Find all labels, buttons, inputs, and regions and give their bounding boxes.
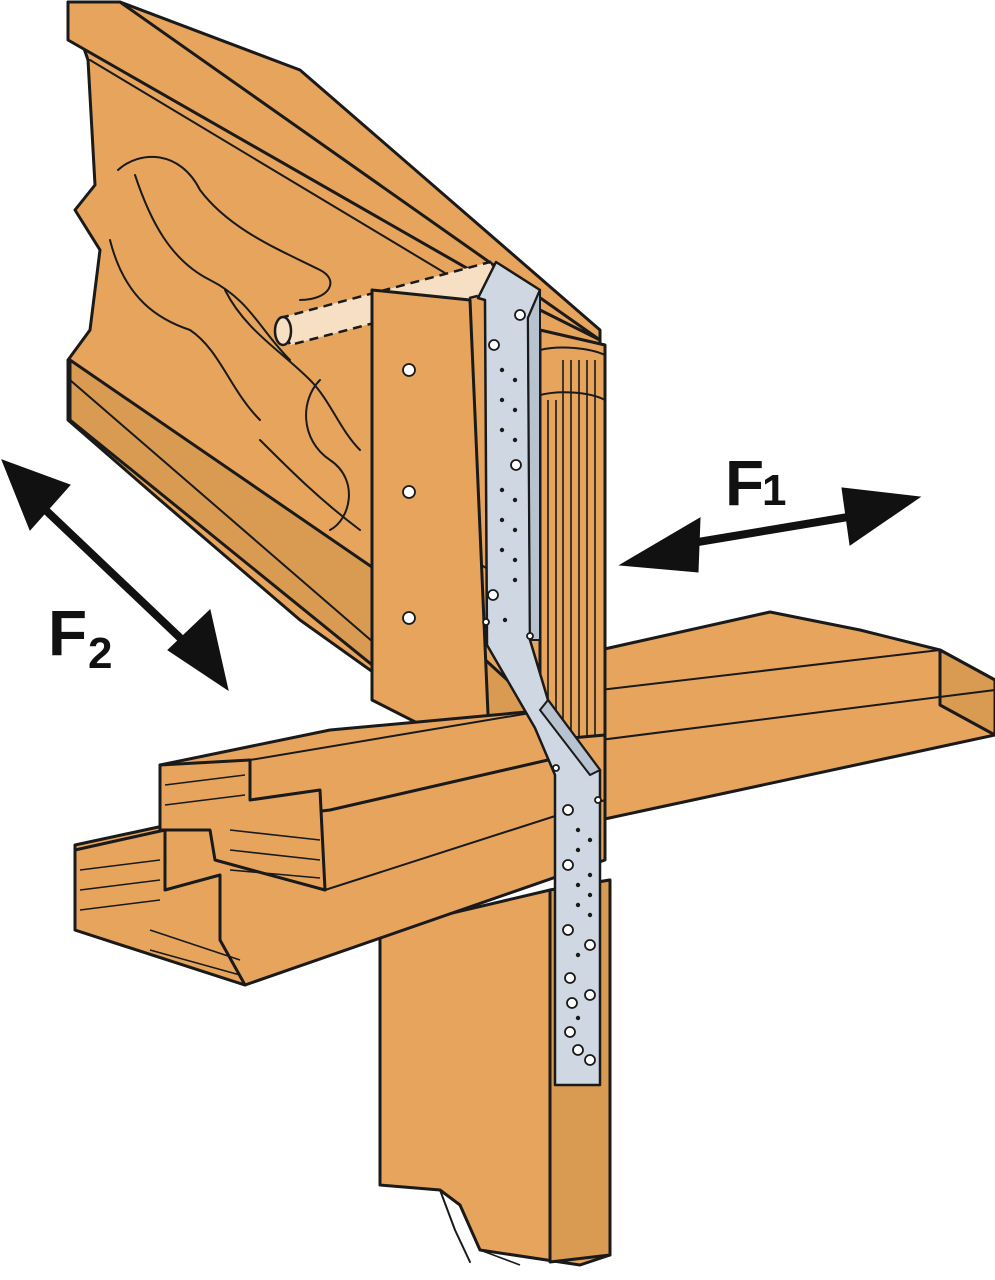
front-plate xyxy=(73,708,607,987)
force-one-label: F 1 xyxy=(725,447,786,519)
force-two-subscript: 2 xyxy=(88,629,112,678)
force-one-subscript: 1 xyxy=(762,466,786,515)
rim-board xyxy=(370,288,492,762)
force-one-arrow xyxy=(618,487,922,573)
force-one-letter: F xyxy=(725,447,764,519)
force-two-arrow xyxy=(1,459,229,692)
force-two-letter: F xyxy=(48,597,87,669)
force-two-label: F 2 xyxy=(48,597,112,678)
stud-end-grain xyxy=(538,328,607,762)
strap-tie xyxy=(476,260,602,1087)
rear-plate xyxy=(598,610,995,822)
